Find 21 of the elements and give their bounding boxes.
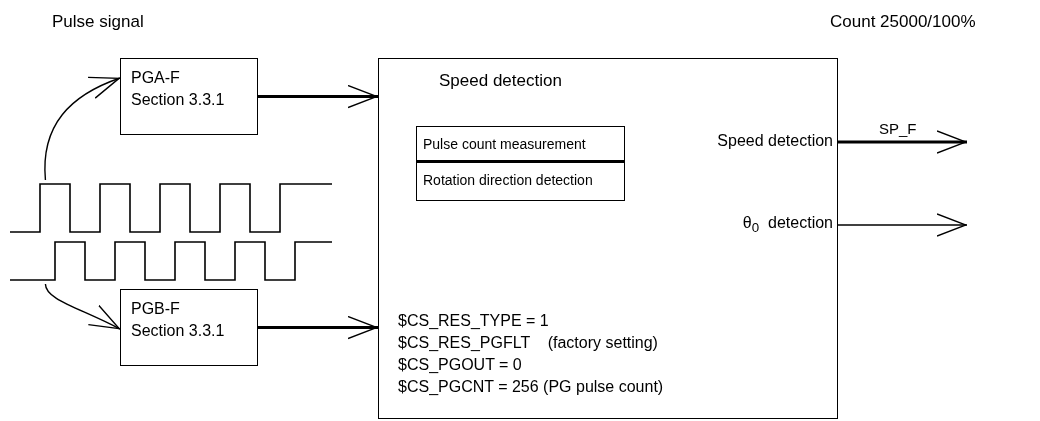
function-box: Pulse count measurement	[416, 126, 625, 163]
parameter-setting: $CS_PGCNT = 256 (PG pulse count)	[398, 378, 664, 396]
parameter-setting: $CS_RES_PGFLT (factory setting)	[398, 334, 658, 352]
edge-label: SP_F	[879, 121, 917, 137]
arrow	[44, 77, 121, 181]
parameter-setting: $CS_RES_TYPE = 1	[398, 312, 549, 330]
signal-scale-note: Count 25000/100%	[830, 12, 976, 32]
function-box: Rotation direction detection	[416, 163, 625, 201]
parameter-setting: $CS_PGOUT = 0	[398, 356, 522, 374]
process-box	[378, 58, 838, 419]
process-box: PGB-F Section 3.3.1	[120, 289, 258, 366]
signal-title: Pulse signal	[52, 12, 144, 32]
output-label: θ$_{0}$ detection	[689, 211, 837, 239]
process-box: PGA-F Section 3.3.1	[120, 58, 258, 135]
arrow	[837, 130, 967, 154]
arrow	[258, 315, 378, 340]
box-heading: Speed detection	[439, 71, 562, 91]
arrow	[836, 213, 968, 237]
arrow	[44, 283, 121, 330]
output-label: Speed detection	[699, 129, 837, 155]
arrow	[258, 84, 378, 109]
